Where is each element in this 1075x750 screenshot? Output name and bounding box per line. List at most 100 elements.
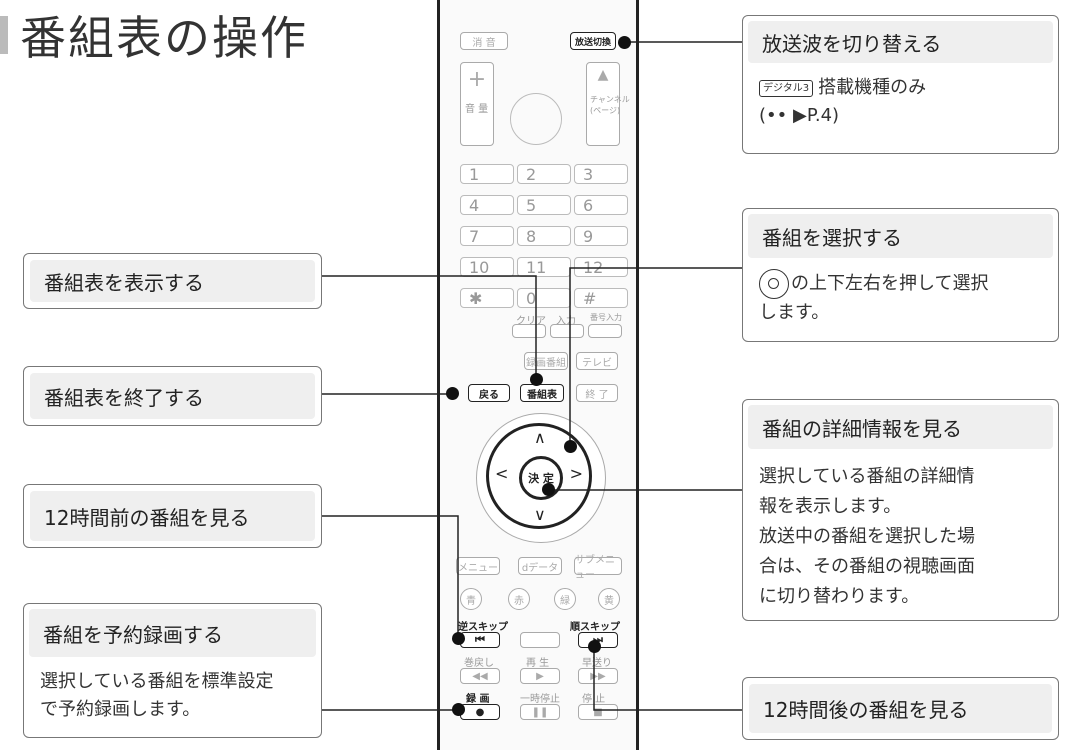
blue-button[interactable]: 青 (460, 588, 482, 610)
broadcast-switch-button[interactable]: 放送切換 (570, 32, 616, 50)
epg-button[interactable]: 番組表 (520, 384, 564, 402)
pointer-dot-skip-back (452, 632, 465, 645)
callout-show-epg: 番組表を表示する (23, 253, 322, 309)
callout-reserve-heading: 番組を予約録画する (29, 609, 316, 657)
number-input-label: 番号入力 (590, 313, 622, 322)
callout-broadcast-line2: (•• ▶P.4) (759, 105, 840, 126)
end-button[interactable]: 終 了 (576, 384, 618, 402)
menu-button[interactable]: メニュー (456, 557, 500, 575)
num-key-9[interactable]: 9 (574, 226, 628, 246)
callout-next12: 12時間後の番組を見る (742, 677, 1059, 740)
callout-next12-heading: 12時間後の番組を見る (749, 684, 1052, 733)
pointer-dot-epg (530, 373, 543, 386)
volume-rocker[interactable]: + (460, 62, 494, 146)
dpad-up-arrow[interactable]: ∧ (534, 428, 546, 447)
rewind-label: 巻戻し (464, 658, 494, 669)
page-title-text: 番組表の操作 (20, 11, 308, 65)
back-button[interactable]: 戻る (468, 384, 510, 402)
channel-label: チャンネル (ページ) (590, 95, 630, 115)
callout-exit-epg: 番組表を終了する (23, 366, 322, 426)
record-button[interactable]: ● (460, 704, 500, 720)
pointer-dot-record (452, 703, 465, 716)
input-label: 入力 (556, 316, 576, 327)
dpad-left-arrow[interactable]: < (495, 464, 509, 483)
channel-rocker[interactable]: ▲ (586, 62, 620, 146)
callout-reserve-line: で予約録画します。 (40, 699, 201, 720)
num-key-12[interactable]: 12 (574, 257, 628, 277)
pointer-dot-dpad (564, 440, 577, 453)
pause-button[interactable]: ❚❚ (520, 704, 560, 720)
line-select (569, 267, 742, 446)
num-key-6[interactable]: 6 (574, 195, 628, 215)
num-key-7[interactable]: 7 (460, 226, 514, 246)
title-marker (0, 16, 8, 54)
callout-show-epg-heading: 番組表を表示する (30, 260, 315, 302)
dpad-cursor-ring[interactable]: ∧ ∨ < > (486, 423, 592, 529)
enter-button[interactable]: 決 定 (519, 456, 563, 500)
blank-button[interactable] (520, 632, 560, 648)
remote-control: 消 音 放送切換 + 音 量 ▲ チャンネル (ページ) 1 2 3 4 5 6… (437, 0, 639, 750)
number-input-button[interactable] (588, 324, 622, 338)
hash-key[interactable]: # (574, 288, 628, 308)
pointer-dot-back (446, 387, 459, 400)
callout-details: 番組の詳細情報を見る 選択している番組の詳細情 報を表示します。 放送中の番組を… (742, 399, 1059, 621)
num-key-4[interactable]: 4 (460, 195, 514, 215)
callout-details-body: 選択している番組の詳細情 報を表示します。 放送中の番組を選択した場 合は、その… (743, 454, 1058, 616)
play-button[interactable]: ▶ (520, 668, 560, 684)
callout-details-line: 合は、その番組の視聴画面 (759, 556, 975, 577)
callout-reserve-line: 選択している番組を標準設定 (40, 671, 274, 692)
line-next12 (593, 646, 742, 711)
rewind-button[interactable]: ◀◀ (460, 668, 500, 684)
record-label: 録 画 (466, 694, 490, 705)
num-key-11[interactable]: 11 (517, 257, 571, 277)
input-button[interactable] (550, 324, 584, 338)
mute-button[interactable]: 消 音 (460, 32, 508, 50)
callout-select: 番組を選択する の上下左右を押して選択 します。 (742, 208, 1059, 342)
dpad-down-arrow[interactable]: ∨ (534, 505, 546, 524)
callout-select-body: の上下左右を押して選択 します。 (743, 263, 1058, 331)
num-key-3[interactable]: 3 (574, 164, 628, 184)
num-key-1[interactable]: 1 (460, 164, 514, 184)
yellow-button[interactable]: 黄 (598, 588, 620, 610)
pointer-dot-broadcast (618, 36, 631, 49)
num-key-0[interactable]: 0 (517, 288, 571, 308)
pause-label: 一時停止 (520, 694, 560, 705)
windows-button[interactable] (510, 93, 562, 145)
callout-exit-epg-heading: 番組表を終了する (30, 373, 315, 419)
red-button[interactable]: 赤 (508, 588, 530, 610)
pointer-dot-skip-forward (588, 640, 601, 653)
callout-broadcast-heading: 放送波を切り替える (748, 21, 1053, 63)
dpad-right-arrow[interactable]: > (569, 464, 583, 483)
fast-forward-label: 早送り (582, 658, 612, 669)
recorded-programs-button[interactable]: 録画番組 (524, 352, 568, 370)
line-prev12 (322, 515, 459, 638)
clear-button[interactable] (512, 324, 546, 338)
data-button[interactable]: dデータ (518, 557, 562, 575)
callout-select-line2: します。 (759, 302, 830, 323)
callout-select-heading: 番組を選択する (748, 214, 1053, 258)
pointer-dot-enter (542, 483, 555, 496)
digital3-badge: デジタル3 (759, 79, 814, 97)
num-key-8[interactable]: 8 (517, 226, 571, 246)
volume-label: 音 量 (465, 104, 489, 115)
skip-back-label: 逆スキップ (458, 622, 508, 633)
green-button[interactable]: 緑 (554, 588, 576, 610)
stop-button[interactable]: ■ (578, 704, 618, 720)
callout-details-heading: 番組の詳細情報を見る (748, 405, 1053, 449)
callout-details-line: に切り替わります。 (759, 586, 920, 607)
num-key-10[interactable]: 10 (460, 257, 514, 277)
tv-button[interactable]: テレビ (576, 352, 618, 370)
num-key-2[interactable]: 2 (517, 164, 571, 184)
fast-forward-button[interactable]: ▶▶ (578, 668, 618, 684)
callout-details-line: 選択している番組の詳細情 (759, 466, 975, 487)
num-key-5[interactable]: 5 (517, 195, 571, 215)
skip-forward-label: 順スキップ (570, 622, 620, 633)
cursor-ring-icon (759, 269, 789, 299)
line-show-epg (322, 275, 537, 380)
dpad-outer-ring: ∧ ∨ < > 決 定 (476, 413, 606, 543)
star-key[interactable]: ✱ (460, 288, 514, 308)
callout-prev12: 12時間前の番組を見る (23, 484, 322, 548)
